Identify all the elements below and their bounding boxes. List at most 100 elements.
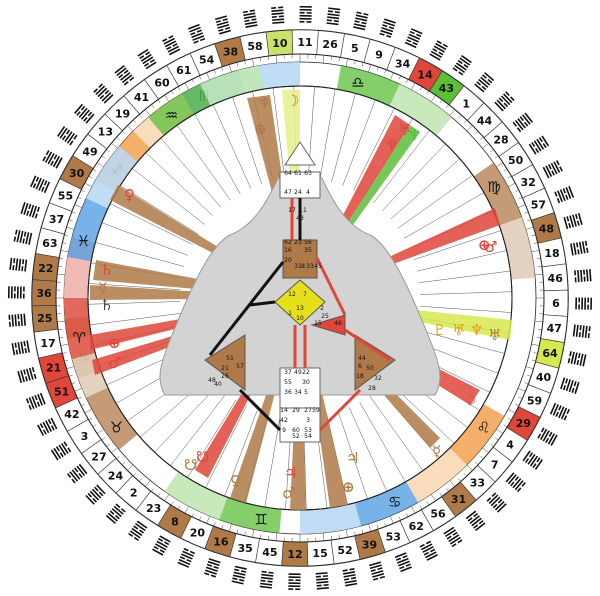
hexagram-icon [177,547,196,568]
bodygraph-gate-label: 24 [294,189,302,196]
gate-label: 55 [58,189,73,202]
mercury-icon: ☿ [432,442,441,460]
planet-glyphs: ♆ ☽ ♅ ♆ ♆ ♂ ♇ ♅ ♆ ♅ ☽ ☿ ♃ ⊕ ♃ ♂ ♀ ☋ ☋ ⊕ … [98,92,501,502]
degree-ticks [56,54,544,542]
gate-label: 63 [42,237,57,250]
bodygraph-gate-label: 9 [282,427,286,434]
neptune-3-icon: ♆ [470,321,483,339]
mars-red-icon: ♂ [108,354,121,372]
bodygraph-gate-label: 22 [302,369,310,376]
pluto-icon: ♇ [433,321,446,339]
bodygraph-gate-label: 48 [208,377,216,384]
gate-label: 44 [477,115,493,128]
hexagram-icon [288,573,301,591]
gate-label: 21 [46,361,61,374]
uranus-2-icon: ♅ [452,321,465,339]
bodygraph-gate-label: 47 [284,189,292,196]
head-center [284,141,316,166]
channel-h [344,328,391,362]
hexagram-icon [494,91,515,112]
gate-label: 22 [38,262,53,275]
gate-label: 28 [493,134,508,147]
hexagram-icon [74,103,95,124]
hexagram-icon [299,5,312,23]
gate-label: 4 [506,438,514,451]
bodygraph-gate-label: 32 [374,375,382,382]
saturn-2-icon: ♄ [100,296,113,314]
bodygraph-gate-label: 34 [294,389,302,396]
bodygraph-gate-label: 40 [214,381,222,388]
bodygraph-gate-label: 35 [304,247,312,254]
uranus-icon: ♅ [398,121,411,139]
neptune-icon: ♆ [258,94,271,112]
gate-label: 31 [451,493,466,506]
zodiac-band: ♑♐♏♎♍♌♋♊♉♈♓♒ [63,62,536,534]
bodygraph-gate-label: 21 [221,365,229,372]
gate-label: 62 [409,520,424,533]
bodygraph-gate-label: 5 [304,389,308,396]
hexagram-icon [465,510,486,532]
channel-i [318,388,362,432]
moon-2-icon: ☽ [463,391,476,409]
hexagram-icon [128,520,148,541]
gate-label: 6 [552,297,560,310]
bodygraph-gate-label: 62 [284,239,292,246]
hexagram-icon [25,392,46,411]
neptune-red-icon: ♆ [385,136,398,154]
hexagram-icon [429,40,448,61]
bodygraph-gate-label: 52 [292,433,300,440]
hexagram-icon [567,351,587,367]
hexagram-icon [443,526,463,548]
bodygraph-gate-label: 43 [296,215,304,222]
hexagram-icon [326,7,341,26]
hexagram-icon [17,366,37,384]
gate-label: 48 [539,223,554,236]
gate-label: 64 [542,347,558,360]
gate-label: 12 [287,548,302,561]
hexagram-icon [66,463,88,484]
southnode-icon: ☋ [196,448,209,466]
hexagram-icon [505,472,526,493]
bodygraph-gate-label: 28 [368,385,376,392]
gate-label: 15 [312,547,327,560]
gate-label: 57 [531,199,546,212]
earth-2-icon: ⊕ [254,120,267,138]
hexagram-icon [563,212,583,230]
gate-label: 46 [548,272,564,285]
earth-3-icon: ⊕ [478,236,491,254]
bodygraph-gate-label: 2 [320,305,324,312]
venus-2-icon: ♀ [124,186,135,204]
hexagram-icon [379,18,396,38]
hexagram-icon [57,126,78,146]
gate-label: 8 [171,515,179,528]
bodygraph-gate-label: 1 [288,310,292,317]
earth-icon: ⊕ [342,478,355,496]
mercury-2-icon: ☿ [98,279,107,297]
hexagram-icon [214,15,232,35]
gate-label: 43 [439,82,454,95]
hexagram-icon [271,6,285,24]
bodygraph-gate-label: 13 [296,305,304,312]
sacral-center [279,367,321,409]
bodygraph-gate-label: 61 [294,170,302,177]
bodygraph-gate-label: 50 [366,365,374,372]
hexagram-icon [187,23,206,44]
hexagram-icon [452,55,472,76]
bodygraph-gate-label: 3 [306,417,310,424]
gate-label: 53 [386,530,401,543]
gate-label: 52 [337,544,352,557]
hexagram-icon [9,257,28,272]
uranus-3-icon: ♅ [488,326,501,344]
gate-label: 60 [154,76,170,89]
bodygraph-gate-label: 45 [314,263,322,270]
gate-label: 36 [36,287,52,300]
bodygraph-gate-label: 18 [356,373,364,380]
bodygraph-gate-label: 27 [304,407,312,414]
hexagram-icon [231,565,247,585]
hexagram-icon [404,28,423,49]
gate-label: 33 [470,477,485,490]
bodygraph-gate-label: 8 [301,263,305,270]
hexagram-icon [259,570,274,589]
hexagram-icon [574,269,592,283]
